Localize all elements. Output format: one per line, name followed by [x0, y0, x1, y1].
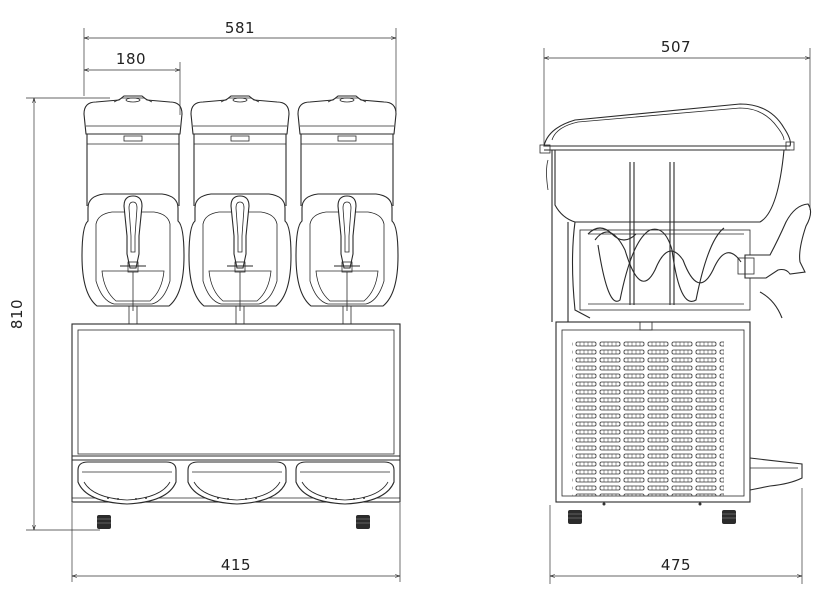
dim-base-width: 415 [221, 556, 251, 574]
side-tap-handle [744, 203, 812, 279]
dim-overall-width: 581 [225, 19, 255, 37]
front-view [71, 95, 401, 530]
side-base-housing [555, 321, 751, 503]
dim-side-base-depth: 475 [661, 556, 691, 574]
dim-bowl-width: 180 [116, 50, 146, 68]
bowl-right [295, 95, 399, 325]
foot-right [355, 514, 371, 530]
foot-left [96, 514, 112, 530]
side-foot-front [567, 509, 583, 525]
side-foot-back [721, 509, 737, 525]
side-view [539, 103, 812, 525]
dim-height: 810 [8, 299, 26, 329]
bowl-left [81, 95, 185, 325]
bowl-middle [188, 95, 292, 325]
side-lid [543, 103, 791, 147]
vent-grille [572, 340, 724, 496]
dim-side-depth: 507 [661, 38, 691, 56]
side-dimensions: 507 475 [543, 38, 811, 584]
front-dimensions: 581 180 810 415 [8, 19, 401, 582]
